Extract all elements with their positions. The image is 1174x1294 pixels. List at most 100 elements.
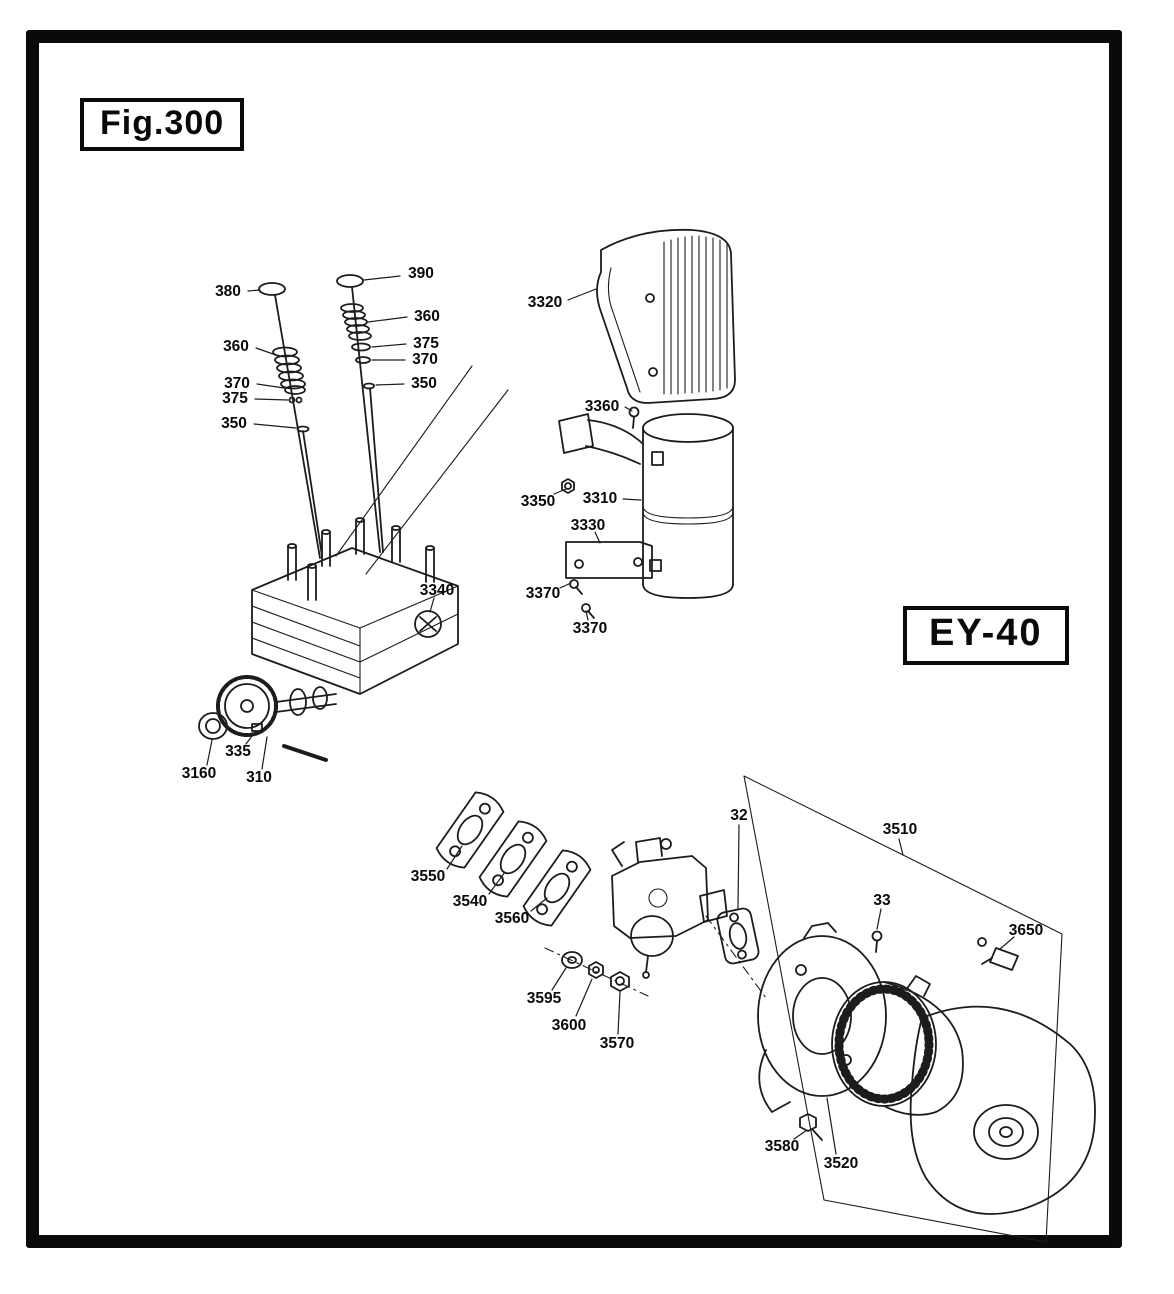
leader-lines-layer: [206, 275, 1015, 1155]
valve-spring-right-drawing: [340, 303, 372, 341]
part-label-390-1: 390: [408, 265, 434, 282]
part-labels-layer: 3803903603753703503603703753503320336033…: [182, 265, 1043, 1172]
valve-retainer-right-drawing: [351, 342, 371, 364]
part-label-3370-16: 3370: [573, 620, 607, 637]
gasket-3540-drawing: [478, 820, 548, 898]
muffler-cover-drawing: [596, 228, 736, 404]
leader-line-3160-19: [206, 739, 213, 766]
air-cleaner-cover-drawing: [909, 1005, 1096, 1215]
leader-line-3540-22: [488, 871, 506, 895]
leader-line-3520-32: [826, 1097, 837, 1155]
leader-line-375-3: [371, 343, 407, 348]
page-border: [26, 30, 1122, 1248]
leader-line-3600-25: [575, 978, 593, 1017]
valve-right-drawing: [336, 274, 381, 553]
part-label-350-5: 350: [411, 375, 437, 392]
leader-line-3320-10: [567, 288, 597, 301]
oil-cap-3340-drawing: [414, 610, 442, 638]
bolt-3580-drawing: [799, 1113, 823, 1141]
part-label-3600-25: 3600: [552, 1017, 586, 1034]
cylinder-head-drawing: [251, 517, 459, 695]
valve-spring-left-drawing: [272, 346, 306, 390]
tappet-right-drawing: [363, 382, 384, 553]
leader-line-3550-21: [446, 845, 463, 870]
part-label-3520-32: 3520: [824, 1155, 858, 1172]
part-label-3540-22: 3540: [453, 893, 487, 910]
leader-line-3310-13: [622, 498, 642, 501]
part-label-3370-15: 3370: [526, 585, 560, 602]
bracket-3330-drawing: [565, 541, 653, 579]
leader-line-350-9: [253, 423, 297, 429]
air-filter-element-drawing: [831, 975, 964, 1116]
part-label-3330-14: 3330: [571, 517, 605, 534]
bolt-3370-upper-drawing: [569, 579, 583, 595]
part-label-335-18: 335: [225, 743, 251, 760]
tappet-left-drawing: [296, 425, 323, 557]
part-label-360-2: 360: [414, 308, 440, 325]
part-label-3350-12: 3350: [521, 493, 555, 510]
part-label-310-20: 310: [246, 769, 272, 786]
leader-line-3350-12: [553, 488, 567, 495]
part-label-3310-13: 3310: [583, 490, 617, 507]
part-label-375-3: 375: [413, 335, 439, 352]
screw-3650-drawing: [977, 937, 1019, 971]
leader-line-375-8: [254, 398, 289, 401]
leader-line-3360-11: [624, 406, 633, 412]
part-label-3320-10: 3320: [528, 294, 562, 311]
gasket-3550-drawing: [435, 791, 505, 869]
bolt-33-drawing: [871, 930, 883, 953]
leader-line-335-18: [245, 731, 256, 745]
exhaust-pipe-drawing: [558, 413, 644, 465]
part-label-3340-17: 3340: [420, 582, 454, 599]
leader-line-3370-15: [559, 582, 572, 589]
leader-line-3570-26: [617, 991, 621, 1035]
gasket-3560-drawing: [522, 849, 592, 927]
leader-line-390-1: [363, 275, 401, 281]
part-label-380-0: 380: [215, 283, 241, 300]
part-label-350-9: 350: [221, 415, 247, 432]
part-label-370-7: 370: [224, 375, 250, 392]
part-label-3550-21: 3550: [411, 868, 445, 885]
bolt-3370-lower-drawing: [581, 603, 595, 619]
part-label-3570-26: 3570: [600, 1035, 634, 1052]
nut-3570-drawing: [610, 971, 630, 992]
gasket-32-drawing: [716, 907, 760, 965]
part-label-3360-11: 3360: [585, 398, 619, 415]
part-label-3560-23: 3560: [495, 910, 529, 927]
leader-line-3370-16: [585, 610, 589, 621]
muffler-drawing: [642, 413, 734, 599]
leader-line-370-7: [256, 383, 285, 389]
part-label-3650-30: 3650: [1009, 922, 1043, 939]
figure-number-box: Fig.300: [80, 98, 245, 151]
leader-line-3560-23: [530, 897, 548, 912]
valve-left-drawing: [258, 282, 321, 559]
leader-line-3595-24: [551, 967, 567, 991]
leader-line-3650-30: [999, 936, 1015, 950]
engine-model-box: EY-40: [903, 606, 1069, 665]
part-label-3510-28: 3510: [883, 821, 917, 838]
figure-number: Fig.300: [100, 104, 225, 142]
camshaft-drawing: [198, 675, 337, 762]
leader-line-33-29: [876, 908, 882, 930]
part-label-3580-31: 3580: [765, 1138, 799, 1155]
construction-lines: [335, 365, 1063, 1243]
leader-line-360-2: [367, 316, 408, 323]
part-label-3160-19: 3160: [182, 765, 216, 782]
leader-line-380-0: [247, 289, 261, 292]
leader-line-32-27: [737, 824, 740, 909]
valve-retainer-left-drawing: [284, 385, 306, 404]
bolt-3360-drawing: [628, 406, 640, 429]
leader-line-3510-28: [898, 838, 904, 856]
washer-3595-drawing: [561, 951, 583, 969]
leader-line-3330-14: [594, 531, 601, 544]
nut-3600-drawing: [588, 961, 604, 979]
engine-model: EY-40: [929, 612, 1043, 654]
leader-line-360-6: [255, 347, 277, 356]
leader-line-350-5: [375, 383, 405, 386]
part-label-33-29: 33: [873, 892, 891, 909]
part-label-375-8: 375: [222, 390, 248, 407]
part-label-3595-24: 3595: [527, 990, 562, 1007]
part-label-360-6: 360: [223, 338, 249, 355]
